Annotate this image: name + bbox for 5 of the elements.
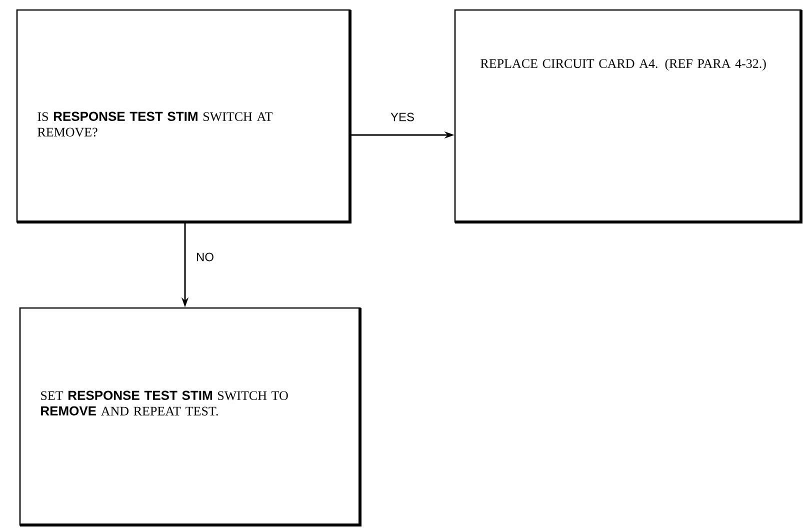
process-box: REPLACE CIRCUIT CARD A4. (REF PARA 4-32.) [454,9,802,224]
process-box: SET RESPONSE TEST STIM SWITCH TO REMOVE AND REPEAT TEST. [19,307,362,526]
edge-label: YES [390,112,416,122]
process-box: IS RESPONSE TEST STIM SWITCH AT REMOVE? [16,9,352,224]
edge-label: NO [195,252,215,262]
